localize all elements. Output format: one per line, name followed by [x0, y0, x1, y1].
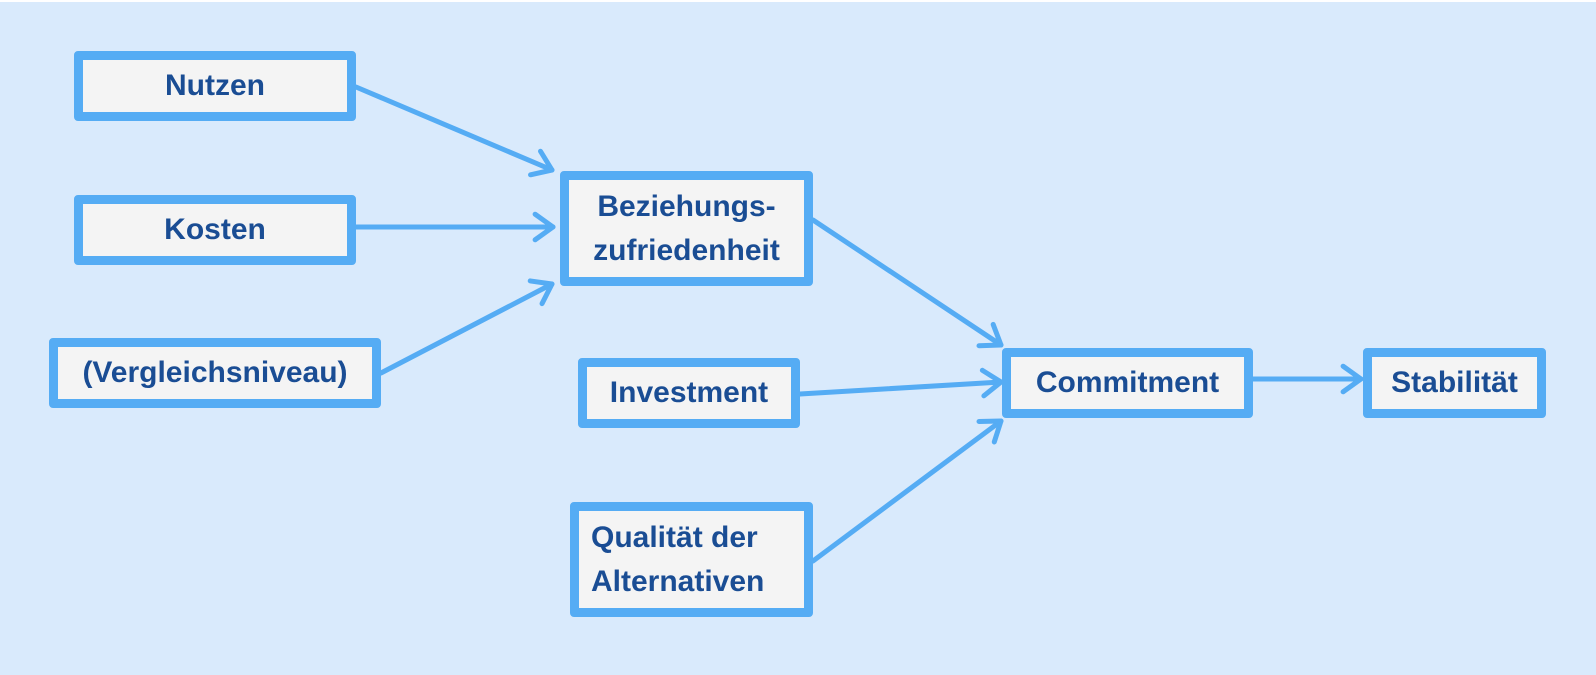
- node-qualitaet-der-alternativen: Qualität der Alternativen: [570, 502, 813, 617]
- arrowhead: [527, 278, 555, 307]
- arrowhead: [532, 211, 556, 243]
- arrowhead: [976, 418, 1004, 445]
- node-kosten: Kosten: [74, 195, 356, 265]
- node-commitment: Commitment: [1002, 348, 1253, 418]
- arrow-investment-to-commitment: [797, 367, 1004, 399]
- arrowhead: [528, 148, 555, 178]
- arrowhead: [979, 367, 1004, 399]
- arrowhead: [1340, 363, 1364, 395]
- arrow-beziehungszufriedenheit-to-commitment: [810, 217, 1004, 349]
- node-vergleichsniveau: (Vergleichsniveau): [49, 338, 381, 408]
- arrow-commitment-to-stabilitaet: [1250, 363, 1364, 395]
- arrow-qualitaet-to-commitment: [810, 418, 1004, 564]
- arrow-nutzen-to-beziehungszufriedenheit: [353, 84, 555, 178]
- arrow-kosten-to-beziehungszufriedenheit: [353, 211, 556, 243]
- node-beziehungszufriedenheit: Beziehungs- zufriedenheit: [560, 171, 813, 286]
- node-stabilitaet: Stabilität: [1363, 348, 1546, 418]
- node-investment: Investment: [578, 358, 800, 428]
- arrowhead: [976, 321, 1004, 349]
- arrow-vergleichsniveau-to-beziehungszufriedenheit: [378, 278, 555, 376]
- node-nutzen: Nutzen: [74, 51, 356, 121]
